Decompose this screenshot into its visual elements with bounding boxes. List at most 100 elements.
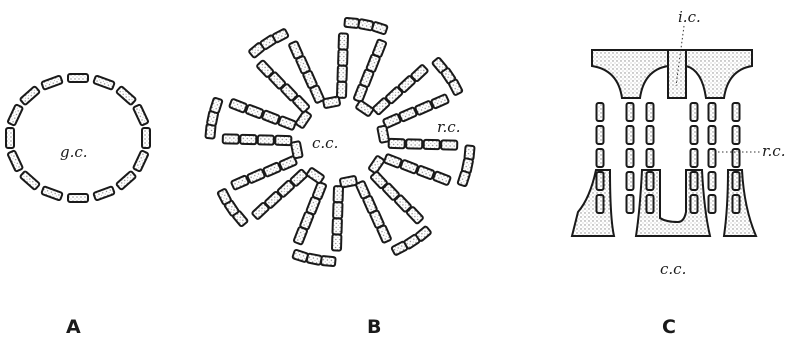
cavity-wall-cell [306,167,324,183]
panel-b-letter: B [367,316,381,338]
radial-canal-cell [333,202,342,218]
radial-canal-cell [433,171,451,185]
panel-b-radial-canal-label: r.c. [437,118,460,136]
lobe-cap-cell [344,18,359,28]
radial-canal-cell [245,104,263,118]
panel-a-gland-ring [6,74,150,202]
radial-canal-cell [247,169,265,184]
column-cell [627,172,634,190]
radial-canal-cell [252,202,270,220]
column-cell [691,103,698,121]
ring-cell [20,171,40,190]
radial-canal-cell [263,162,281,177]
column-cell [691,195,698,213]
radial-canal-cell [337,66,346,82]
column-cell [733,195,740,213]
column-cell [647,195,654,213]
panel-a-letter: A [66,316,81,338]
radial-canal-cell [399,107,417,122]
ring-cell [7,150,23,172]
panel-c-intercellular-label: i.c. [678,8,701,26]
radial-canal-cell [377,225,392,243]
column-cell [691,149,698,167]
column-cell [627,126,634,144]
lobe-cap-cell [391,241,408,255]
column-cell [709,195,716,213]
column-cell [691,172,698,190]
lobe-cap-cell [217,188,231,205]
column-cell [597,126,604,144]
radial-canal-cell [289,41,304,59]
lobe-cap-cell [372,22,388,35]
radial-canal-cell [229,99,247,113]
panel-c-top-cap-mid [668,50,686,98]
ring-cell [6,128,14,148]
ring-cell [7,104,23,126]
radial-canal-cell [275,136,291,145]
panel-c-letter: C [662,316,676,338]
radial-canal-cell [400,160,418,174]
ring-cell [41,75,63,89]
cavity-wall-cell [355,100,373,116]
column-cell [597,103,604,121]
column-cell [627,149,634,167]
column-cell [647,172,654,190]
radial-canal-cell [372,39,386,57]
lobe-cap-cell [321,256,336,266]
column-cell [627,103,634,121]
radial-canal-cell [384,154,402,168]
lobe-cap-cell [272,28,289,42]
radial-canal-cell [424,140,440,149]
radial-canal-cell [337,82,346,98]
ring-cell [68,74,88,82]
panel-c-top-cap-right [686,50,752,98]
cavity-wall-cell [291,141,303,158]
ring-cell [133,150,149,172]
radial-canal-cell [332,234,341,250]
column-cell [597,172,604,190]
panel-c-bottom-left [572,170,614,236]
panel-a-cavity-label: g.c. [60,143,88,161]
column-cell [709,172,716,190]
radial-canal-cell [223,134,239,143]
radial-canal-cell [278,116,296,130]
ring-cell [133,104,149,126]
radial-canal-cell [262,110,280,124]
column-cell [597,195,604,213]
lobe-cap-cell [210,97,223,113]
radial-canal-cell [406,139,422,148]
column-cell [597,149,604,167]
panel-b-radial-structure [205,18,474,266]
radial-canal-cell [240,135,256,144]
radial-canal-cell [416,165,434,179]
radial-canal-cell [332,218,341,234]
radial-canal-cell [415,101,433,116]
ring-cell [93,186,115,200]
panel-c-central-cavity-label: c.c. [660,260,686,278]
radial-canal-cell [389,139,405,148]
column-cell [733,172,740,190]
radial-canal-cell [338,49,347,65]
column-cell [647,126,654,144]
lobe-cap-cell [448,79,462,96]
radial-canal-cell [411,64,429,82]
column-cell [647,103,654,121]
ring-cell [20,86,40,105]
radial-canal-cell [293,227,307,245]
panel-c-cell-columns [597,103,740,213]
ring-cell [93,75,115,89]
ring-cell [116,86,136,105]
lobe-cap-cell [292,249,308,262]
panel-c-top-cap-left [592,50,668,98]
radial-canal-cell [334,186,343,202]
radial-canal-cell [258,135,274,144]
radial-canal-cell [431,94,449,109]
panel-c-radial-canal-label: r.c. [762,142,785,160]
column-cell [647,149,654,167]
radial-canal-cell [406,206,424,224]
column-cell [627,195,634,213]
ring-cell [41,186,63,200]
lobe-cap-cell [457,170,470,186]
cavity-wall-cell [377,125,389,142]
